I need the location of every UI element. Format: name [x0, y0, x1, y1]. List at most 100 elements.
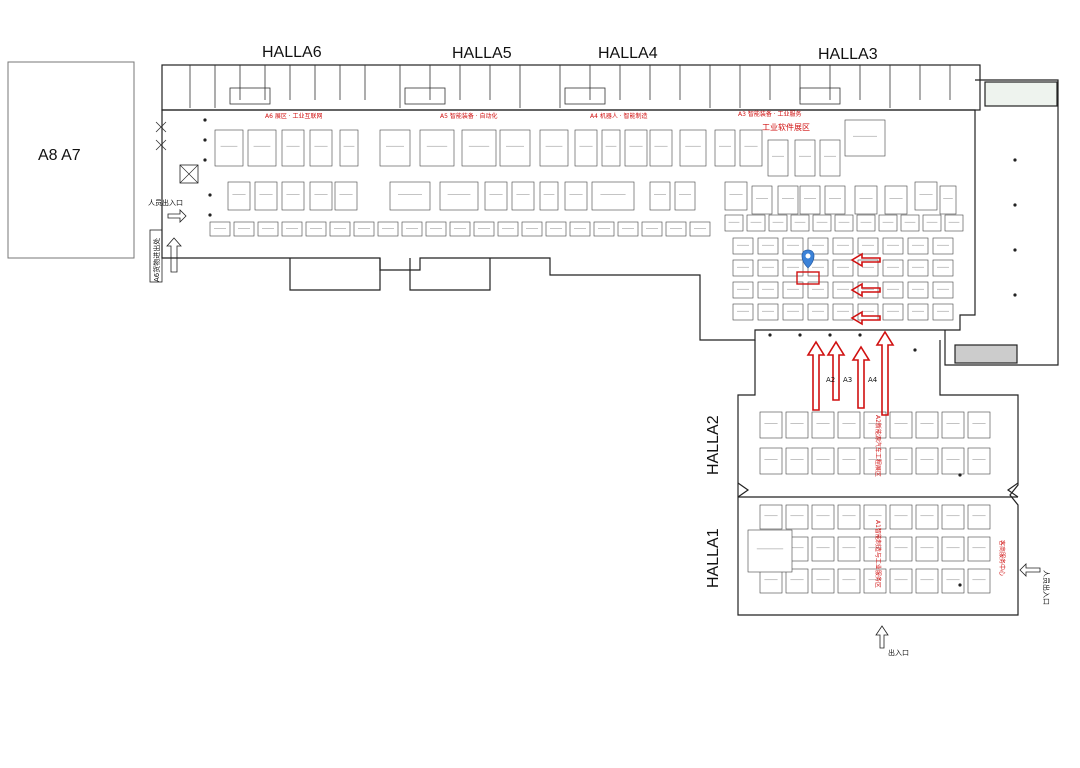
hall-a5-title: HALLA5	[452, 45, 512, 62]
personnel-entrance-label: 人员出入口	[148, 198, 183, 207]
booth	[732, 303, 754, 321]
location-pin-icon[interactable]	[796, 249, 820, 285]
booth	[882, 303, 904, 321]
booth	[281, 181, 305, 211]
booth	[689, 221, 711, 237]
column-dot	[798, 333, 802, 337]
booth	[334, 181, 358, 211]
booth	[824, 185, 846, 215]
booth	[857, 259, 879, 277]
booth	[732, 237, 754, 255]
arrow-label-a4: A4	[868, 376, 878, 384]
main-entrance-label: 出入口	[888, 648, 909, 657]
booth	[863, 447, 887, 475]
hall-a8-a7-label: A8 A7	[38, 147, 81, 164]
booth	[882, 281, 904, 299]
booth	[837, 536, 861, 562]
booth	[837, 568, 861, 594]
east-entrance-arrow-icon	[1019, 563, 1041, 577]
booth	[782, 281, 804, 299]
booth	[882, 259, 904, 277]
booth	[233, 221, 255, 237]
booth	[329, 221, 351, 237]
arrow-left-icon	[850, 310, 881, 326]
booth	[882, 237, 904, 255]
booth	[679, 129, 707, 167]
booth	[807, 281, 829, 299]
booth	[339, 129, 359, 167]
booth	[281, 221, 303, 237]
booth	[574, 129, 598, 167]
booth	[777, 185, 799, 215]
arrow-label-a2: A2	[826, 376, 835, 384]
booth	[967, 447, 991, 475]
booth	[759, 504, 783, 530]
booth	[915, 504, 939, 530]
booth	[811, 568, 835, 594]
booth	[967, 536, 991, 562]
booth	[499, 129, 531, 167]
booth	[497, 221, 519, 237]
west-entrance-group: 人员出入口 A6货物进出处	[148, 121, 199, 283]
main-entrance-group: 出入口	[875, 625, 909, 657]
booth	[539, 129, 569, 167]
arrow-label-a3: A3	[843, 376, 852, 384]
booth	[811, 504, 835, 530]
booth	[665, 221, 687, 237]
booth	[863, 504, 887, 530]
booth	[593, 221, 615, 237]
booth	[932, 281, 954, 299]
booth	[889, 536, 913, 562]
column-dot	[913, 348, 917, 352]
booth	[857, 281, 879, 299]
booth	[785, 411, 809, 439]
booth	[425, 221, 447, 237]
booth	[941, 504, 965, 530]
hall-a4-title: HALLA4	[598, 45, 658, 62]
booth	[785, 447, 809, 475]
booth	[785, 568, 809, 594]
booth	[832, 237, 854, 255]
booth	[863, 568, 887, 594]
booth	[281, 129, 305, 167]
booth	[724, 181, 748, 211]
booth	[884, 185, 908, 215]
booth	[857, 237, 879, 255]
booth	[782, 259, 804, 277]
hall-a2-title: HALLA2	[705, 415, 722, 475]
booth	[889, 447, 913, 475]
booth	[863, 536, 887, 562]
booth	[967, 568, 991, 594]
booth	[915, 411, 939, 439]
column-dot	[203, 118, 207, 122]
booth	[389, 181, 431, 211]
booth	[439, 181, 479, 211]
a6-freight-entrance-label: A6货物进出处	[152, 238, 161, 282]
booth	[461, 129, 497, 167]
main-entrance-arrow-icon	[875, 625, 889, 649]
booth	[401, 221, 423, 237]
booth	[309, 129, 333, 167]
zone-a4-text: A4 机器人 · 智能制造	[590, 112, 648, 120]
lower-halls-outline	[737, 340, 1019, 616]
hall-a6-title: HALLA6	[262, 44, 322, 61]
zone-a3-text: A3 智能装备 · 工业服务	[738, 110, 802, 118]
booth	[889, 568, 913, 594]
booth	[967, 504, 991, 530]
upper-halls-outline	[161, 64, 1059, 366]
booth	[807, 303, 829, 321]
column-markers	[203, 118, 1017, 587]
booth	[746, 214, 766, 232]
booth	[768, 214, 788, 232]
booth	[794, 139, 816, 177]
booth	[922, 214, 942, 232]
booth	[944, 214, 964, 232]
booth	[834, 214, 854, 232]
east-entrance-label: 人员出入口	[1042, 570, 1051, 605]
arrow-left-icon	[850, 282, 881, 298]
booth	[759, 447, 783, 475]
arrow-up-icon	[806, 340, 826, 411]
booth	[641, 221, 663, 237]
column-dot	[203, 138, 207, 142]
column-dot	[203, 158, 207, 162]
